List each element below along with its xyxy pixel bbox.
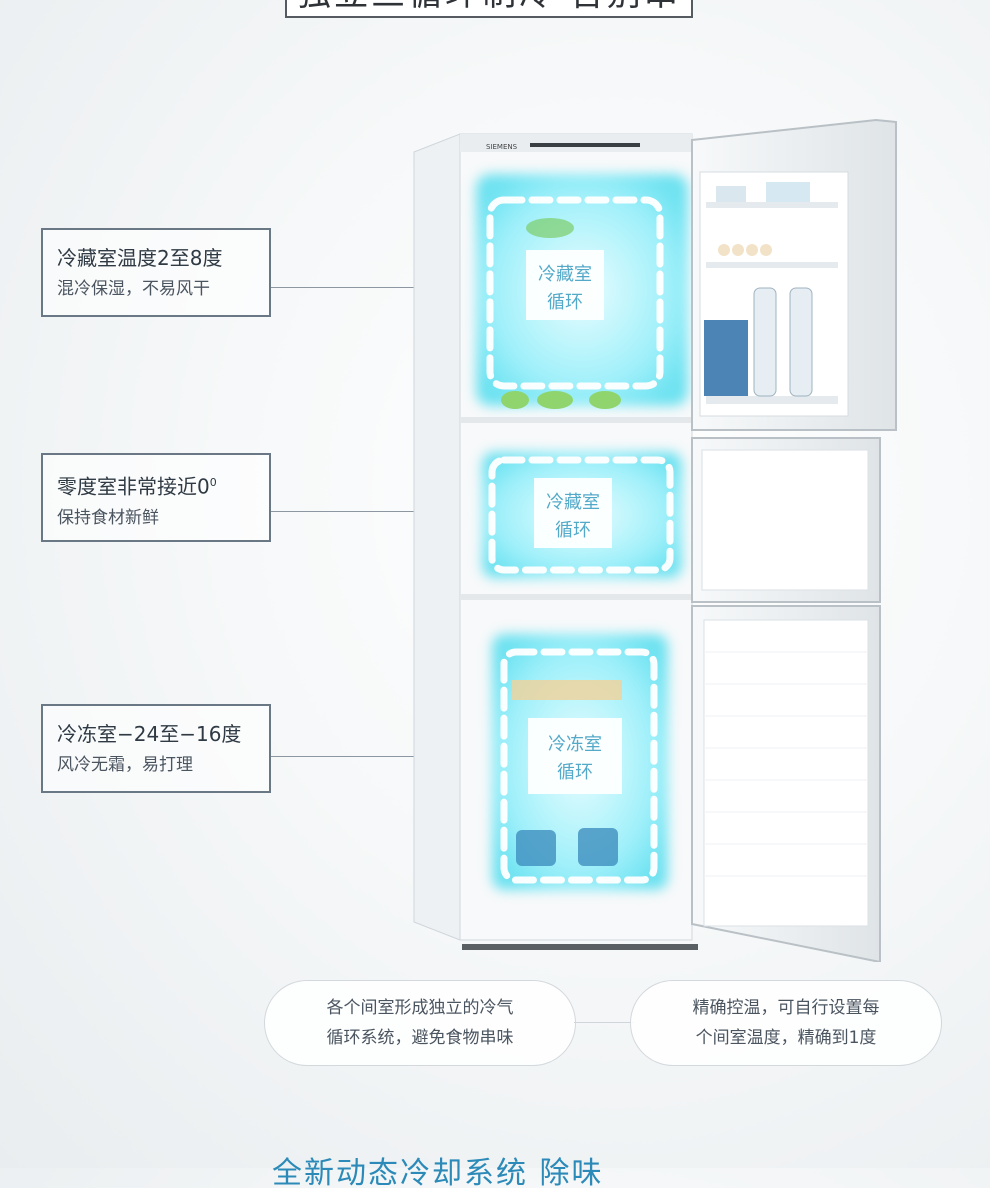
feature-pill-independent-cycle: 各个间室形成独立的冷气 循环系统，避免食物串味 <box>264 980 576 1066</box>
feature-text: 循环系统，避免食物串味 <box>326 1028 514 1048</box>
leader-line <box>271 287 541 288</box>
section-title: 独立三循环制冷 告别串味 <box>285 0 693 18</box>
fridge-illustration: SIEMENS 冷藏室 循环 冷藏室 循环 冷冻室 循环 <box>413 118 897 962</box>
zone-label: 循环 <box>555 520 591 541</box>
zone-label: 循环 <box>547 292 583 313</box>
callout-zero-temp: 零度室非常接近00 保持食材新鲜 <box>41 453 271 542</box>
callout-subtitle: 混冷保湿，不易风干 <box>57 279 210 299</box>
callout-subtitle: 保持食材新鲜 <box>57 507 159 528</box>
zone-label-box <box>528 718 622 794</box>
degree-superscript: 0 <box>209 476 217 489</box>
callout-title: 零度室非常接近00 <box>57 474 217 499</box>
pill-connector <box>574 1022 634 1023</box>
next-section-title: 全新动态冷却系统 除味 <box>272 1156 604 1188</box>
leader-line <box>271 511 541 512</box>
produce-icon <box>501 218 622 866</box>
callout-subtitle: 风冷无霜，易打理 <box>57 755 193 775</box>
airflow-arrow-icon <box>486 196 674 884</box>
zone-label: 循环 <box>557 762 593 783</box>
zone-label-box <box>526 250 604 320</box>
feature-pill-precise-temp: 精确控温，可自行设置每 个间室温度，精确到1度 <box>630 980 942 1066</box>
zone-label: 冷藏室 <box>538 264 592 285</box>
feature-text: 个间室温度，精确到1度 <box>695 1028 877 1048</box>
zone-label: 冷冻室 <box>548 734 602 755</box>
zone-label-box <box>534 478 612 548</box>
callout-title: 冷冻室−24至−16度 <box>57 722 242 746</box>
fridge-door-bottom <box>691 605 881 962</box>
callout-fridge-temp: 冷藏室温度2至8度 混冷保湿，不易风干 <box>41 228 271 317</box>
zone-label: 冷藏室 <box>546 492 600 513</box>
feature-text: 精确控温，可自行设置每 <box>692 998 880 1018</box>
callout-freezer-temp: 冷冻室−24至−16度 风冷无霜，易打理 <box>41 704 271 793</box>
fridge-door-middle <box>691 437 881 603</box>
callout-title: 冷藏室温度2至8度 <box>57 246 223 270</box>
leader-line <box>271 756 541 757</box>
feature-text: 各个间室形成独立的冷气 <box>326 998 514 1018</box>
brand-logo: SIEMENS <box>486 143 518 151</box>
fridge-door-top <box>691 118 897 431</box>
